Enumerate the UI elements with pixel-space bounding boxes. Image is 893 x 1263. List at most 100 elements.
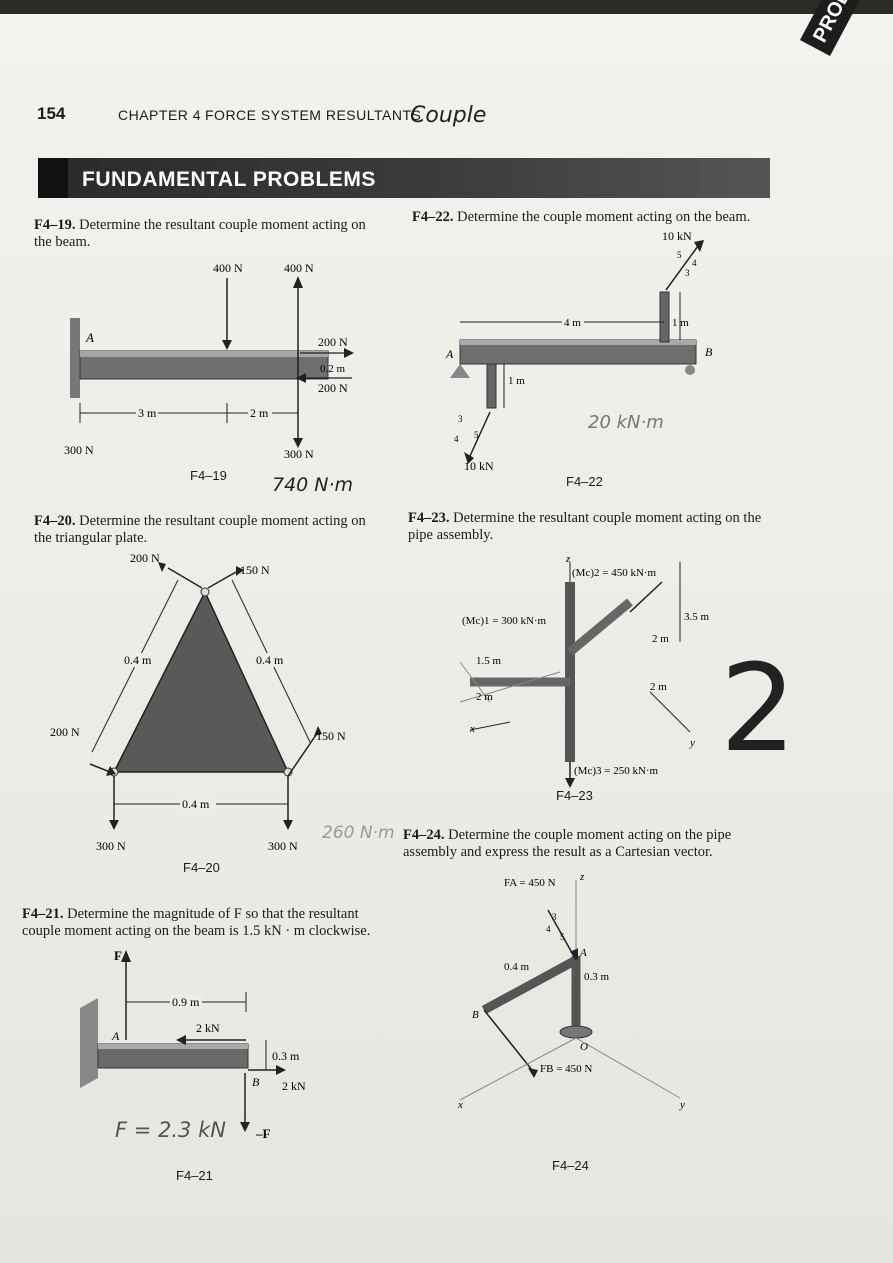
problem-text: Determine the resultant couple moment ac… <box>34 217 366 250</box>
chapter-label: CHAPTER 4 <box>118 107 202 123</box>
problem-f4-22: F4–22. Determine the couple moment actin… <box>412 209 772 226</box>
problem-text: Determine the couple moment acting on th… <box>457 209 751 225</box>
axis-label: z <box>579 871 585 883</box>
problem-text: Determine the resultant couple moment ac… <box>408 510 762 543</box>
force-label: 300 N <box>64 443 94 457</box>
force-label: 400 N <box>284 261 314 275</box>
dimension-label: 1.5 m <box>476 655 502 667</box>
figure-f4-22: 10 kN 10 kN 4 m 1 m 1 m 5 4 3 3 4 5 A B <box>445 229 713 473</box>
point-label: A <box>111 1029 120 1043</box>
point-label: B <box>705 345 713 359</box>
horizontal-pipe <box>481 956 579 1014</box>
page-top-shadow <box>0 0 893 14</box>
slope-label: 3 <box>458 414 463 424</box>
force-arrow <box>167 567 203 589</box>
point-label: A <box>579 947 587 959</box>
x-axis <box>459 1037 577 1101</box>
wall-support <box>80 998 98 1088</box>
figure-caption: F4–20 <box>183 860 220 875</box>
y-axis <box>649 691 691 733</box>
dimension-label: 2 m <box>650 681 667 693</box>
force-label: 10 kN <box>662 229 692 243</box>
problem-label: F4–23. <box>408 510 450 526</box>
section-title: FUNDAMENTAL PROBLEMS <box>82 168 376 191</box>
handwritten-answer: 260 N·m <box>322 823 395 843</box>
problem-label: F4–22. <box>412 209 454 225</box>
dimension-label: 3.5 m <box>684 611 710 623</box>
moment-label: (Mc)3 = 250 kN·m <box>574 765 659 777</box>
figure-f4-23: (Mc)2 = 450 kN·m (Mc)1 = 300 kN·m (Mc)3 … <box>459 553 710 788</box>
triangular-plate <box>112 590 290 773</box>
chapter-title: FORCE SYSTEM RESULTANTS <box>205 107 422 123</box>
dimension-label: 1 m <box>672 317 689 329</box>
force-label: 300 N <box>284 447 314 461</box>
problem-text: Determine the couple moment acting on th… <box>403 827 732 860</box>
y-axis <box>575 1037 681 1099</box>
force-arrow-10kn-top <box>665 245 699 291</box>
figure-caption: F4–22 <box>566 474 603 489</box>
x-axis <box>469 721 511 731</box>
figure-f4-20: 200 N 150 N 200 N 150 N 300 N 300 N 0.4 … <box>50 552 346 853</box>
dimension-label: 2 m <box>476 691 493 703</box>
problem-label: F4–24. <box>403 827 445 843</box>
slope-label: 5 <box>677 250 682 260</box>
moment-label: (Mc)2 = 450 kN·m <box>572 567 657 579</box>
handwritten-symbol: 2 <box>720 640 797 779</box>
dimension-label: 0.4 m <box>182 797 210 811</box>
figure-f4-19: A 400 N 400 N 200 N 200 N 300 N 300 N 0.… <box>64 261 354 461</box>
point-label: B <box>472 1009 479 1021</box>
force-label: 200 N <box>130 552 160 565</box>
figure-caption: F4–19 <box>190 468 227 483</box>
dimension-label: 4 m <box>564 317 581 329</box>
roller-support-b <box>685 365 695 375</box>
force-label: 2 kN <box>282 1079 306 1093</box>
problem-label: F4–20. <box>34 513 76 529</box>
problem-f4-20: F4–20. Determine the resultant couple mo… <box>34 513 384 547</box>
dimension-label: 1 m <box>508 375 525 387</box>
axis-label: x <box>469 723 475 735</box>
figure-caption: F4–23 <box>556 788 593 803</box>
dimension-label: 2 m <box>250 406 269 420</box>
slope-label: 4 <box>546 924 551 934</box>
problem-f4-19: F4–19. Determine the resultant couple mo… <box>34 217 384 251</box>
problem-label: F4–19. <box>34 217 76 233</box>
problem-f4-23: F4–23. Determine the resultant couple mo… <box>408 510 763 544</box>
slope-label: 4 <box>454 434 459 444</box>
handwritten-answer: 20 kN·m <box>588 412 664 433</box>
force-arrow <box>89 763 111 773</box>
problem-text: Determine the magnitude of F so that the… <box>22 906 371 939</box>
force-label: FB = 450 N <box>540 1063 592 1075</box>
slope-label: 4 <box>692 258 697 268</box>
dimension-label: 0.4 m <box>256 653 284 667</box>
force-label: 400 N <box>213 261 243 275</box>
page-number: 154 <box>37 104 66 123</box>
point-label: A <box>445 347 454 361</box>
force-arrow-fb <box>483 1009 533 1071</box>
lower-post <box>486 363 497 409</box>
force-label: 2 kN <box>196 1021 220 1035</box>
point-label: B <box>252 1075 260 1089</box>
problem-label: F4–21. <box>22 906 64 922</box>
force-label: FA = 450 N <box>504 877 556 889</box>
slope-label: 3 <box>685 268 690 278</box>
axis-label: x <box>457 1099 463 1111</box>
dimension-label: 3 m <box>138 406 157 420</box>
point-a-label: A <box>85 330 94 345</box>
force-label: 10 kN <box>464 459 494 473</box>
force-label: 150 N <box>240 563 270 577</box>
problem-text: Determine the resultant couple moment ac… <box>34 513 366 546</box>
diagonal-pipe <box>567 598 633 656</box>
dimension-label: 0.3 m <box>272 1049 300 1063</box>
slope-label: 5 <box>474 430 479 440</box>
slope-label: 5 <box>560 932 565 942</box>
moment-arrow-2 <box>629 581 663 613</box>
force-label: 150 N <box>316 729 346 743</box>
upper-post <box>659 291 670 343</box>
handwritten-note: Couple <box>410 103 487 128</box>
figure-caption: F4–24 <box>552 1158 589 1173</box>
problem-f4-24: F4–24. Determine the couple moment actin… <box>403 827 763 861</box>
pin-support-a <box>450 364 470 378</box>
force-label: 200 N <box>318 335 348 349</box>
force-label: –F <box>255 1126 271 1141</box>
